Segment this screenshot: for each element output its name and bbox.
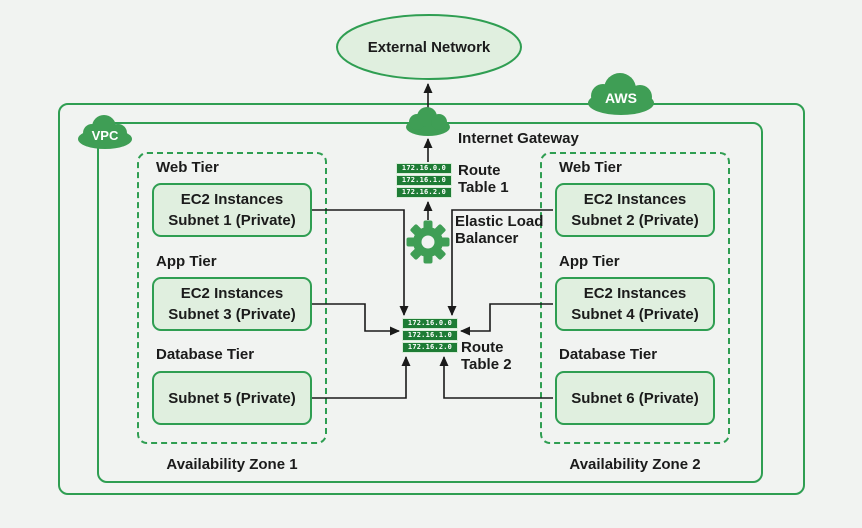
tier-label-app-2: App Tier: [559, 253, 620, 270]
vpc-label: VPC: [91, 128, 119, 143]
availability-zone-2-label: Availability Zone 2: [569, 456, 701, 473]
subnet-box-4: EC2 Instances Subnet 4 (Private): [555, 277, 715, 331]
route-table-1-label: Route Table 1: [458, 162, 509, 196]
availability-zone-1-label: Availability Zone 1: [166, 456, 298, 473]
tier-label-app-1: App Tier: [156, 253, 217, 270]
tier-label-db-1: Database Tier: [156, 346, 255, 363]
route-table-row: 172.16.0.0: [396, 163, 452, 174]
node-line: Subnet 6 (Private): [571, 389, 699, 407]
internet-gateway-label: Internet Gateway: [458, 130, 579, 147]
subnet-box-3: EC2 Instances Subnet 3 (Private): [152, 277, 312, 331]
tier-label-web-2: Web Tier: [559, 159, 622, 176]
subnet-box-6: Subnet 6 (Private): [555, 371, 715, 425]
node-line: EC2 Instances: [583, 191, 687, 208]
route-table-2: 172.16.0.0 172.16.1.0 172.16.2.0: [402, 318, 458, 354]
node-line: EC2 Instances: [180, 285, 284, 302]
tier-label-db-2: Database Tier: [559, 346, 658, 363]
external-network-label: External Network: [367, 39, 491, 56]
node-line: Subnet 4 (Private): [571, 306, 699, 323]
node-line: Subnet 2 (Private): [571, 212, 699, 229]
route-table-1: 172.16.0.0 172.16.1.0 172.16.2.0: [396, 163, 452, 199]
subnet-box-1: EC2 Instances Subnet 1 (Private): [152, 183, 312, 237]
route-table-row: 172.16.1.0: [396, 175, 452, 186]
route-table-2-label: Route Table 2: [461, 339, 512, 373]
route-table-row: 172.16.0.0: [402, 318, 458, 329]
route-table-row: 172.16.2.0: [396, 187, 452, 198]
node-line: Subnet 1 (Private): [168, 212, 296, 229]
route-table-row: 172.16.2.0: [402, 342, 458, 353]
node-line: Subnet 5 (Private): [168, 389, 296, 407]
tier-label-web-1: Web Tier: [156, 159, 219, 176]
route-table-row: 172.16.1.0: [402, 330, 458, 341]
node-line: EC2 Instances: [583, 285, 687, 302]
load-balancer-label: Elastic Load Balancer: [455, 213, 544, 247]
node-line: Subnet 3 (Private): [168, 306, 296, 323]
subnet-box-2: EC2 Instances Subnet 2 (Private): [555, 183, 715, 237]
availability-zone-1-box: Web Tier EC2 Instances Subnet 1 (Private…: [137, 152, 327, 444]
subnet-box-5: Subnet 5 (Private): [152, 371, 312, 425]
aws-label: AWS: [605, 90, 637, 106]
availability-zone-2-box: Web Tier EC2 Instances Subnet 2 (Private…: [540, 152, 730, 444]
aws-boundary-box: [58, 103, 805, 495]
node-line: EC2 Instances: [180, 191, 284, 208]
